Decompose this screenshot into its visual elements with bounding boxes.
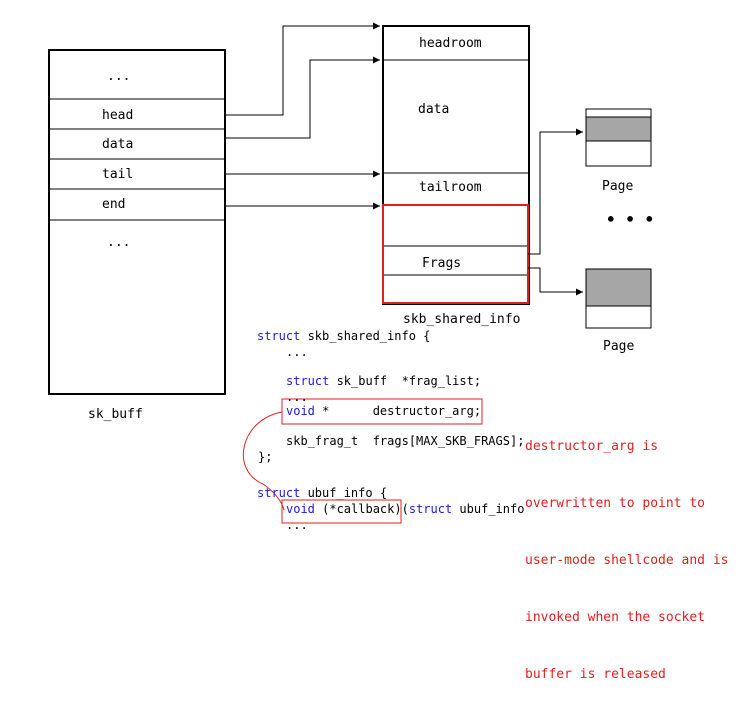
sk-buff-field-tail: tail (102, 167, 134, 182)
sk-buff-field-end: end (102, 197, 126, 212)
connector-curve (242, 411, 285, 511)
note-line-4: invoked when the socket (525, 610, 706, 625)
code-line-2: ... (286, 345, 308, 359)
note-line-5: buffer is released (525, 667, 666, 682)
callback-highlight (281, 499, 402, 524)
sk-buff-field-data: data (102, 137, 134, 152)
sk-buff-box (48, 49, 226, 395)
page-box-2 (585, 268, 652, 329)
sk-buff-title: sk_buff (88, 407, 143, 422)
code-keyword: void (286, 502, 315, 516)
code-text: ubuf_info (452, 502, 525, 516)
pages-ellipsis: • • • (606, 210, 655, 229)
sk-buff-field-ellipsis-top: ... (107, 69, 131, 84)
frag-arrows (528, 128, 583, 296)
diagram-canvas (48, 22, 652, 524)
code-line-8: struct ubuf_info { (257, 487, 387, 499)
exploit-note: destructor_arg is overwritten to point t… (525, 399, 729, 703)
frags-label: Frags (422, 256, 462, 271)
code-keyword: struct (257, 329, 301, 343)
code-line-6: skb_frag_t frags[MAX_SKB_FRAGS]; (286, 434, 525, 448)
code-text: ubuf_info { (300, 486, 388, 500)
sk-buff-field-head: head (102, 108, 134, 123)
code-text: (*callback) (314, 502, 402, 516)
code-keyword: struct (408, 502, 453, 516)
pointer-arrows (225, 22, 380, 210)
code-text: * destructor_arg; (314, 404, 482, 418)
code-line-5: void * destructor_arg; (286, 405, 481, 417)
code-text: sk_buff *frag_list; (329, 374, 482, 388)
code-keyword: struct (257, 486, 301, 500)
code-line-4: ... (286, 390, 308, 404)
page-label-1: Page (602, 179, 634, 194)
code-keyword: void (286, 404, 315, 418)
note-line-3: user-mode shellcode and is (525, 553, 729, 568)
code-line-3: struct sk_buff *frag_list; (286, 375, 481, 387)
code-line-10: ... (286, 518, 308, 532)
note-line-1: destructor_arg is (525, 439, 659, 454)
headroom-label: headroom (419, 36, 482, 51)
tailroom-label: tailroom (419, 180, 482, 195)
destructor-arg-highlight (281, 398, 483, 425)
sk-buff-field-ellipsis-bottom: ... (107, 235, 131, 250)
page-label-2: Page (603, 339, 635, 354)
code-keyword: struct (286, 374, 330, 388)
data-region-label: data (418, 102, 450, 117)
code-line-9: void (*callback)(struct ubuf_info (286, 502, 525, 516)
note-line-2: overwritten to point to (525, 496, 706, 511)
page-box-1 (585, 108, 652, 167)
code-line-1: struct skb_shared_info { (257, 330, 430, 342)
code-line-7: }; (258, 450, 273, 464)
skb-shared-info-title: skb_shared_info (403, 312, 521, 327)
code-text: skb_shared_info { (300, 329, 431, 343)
